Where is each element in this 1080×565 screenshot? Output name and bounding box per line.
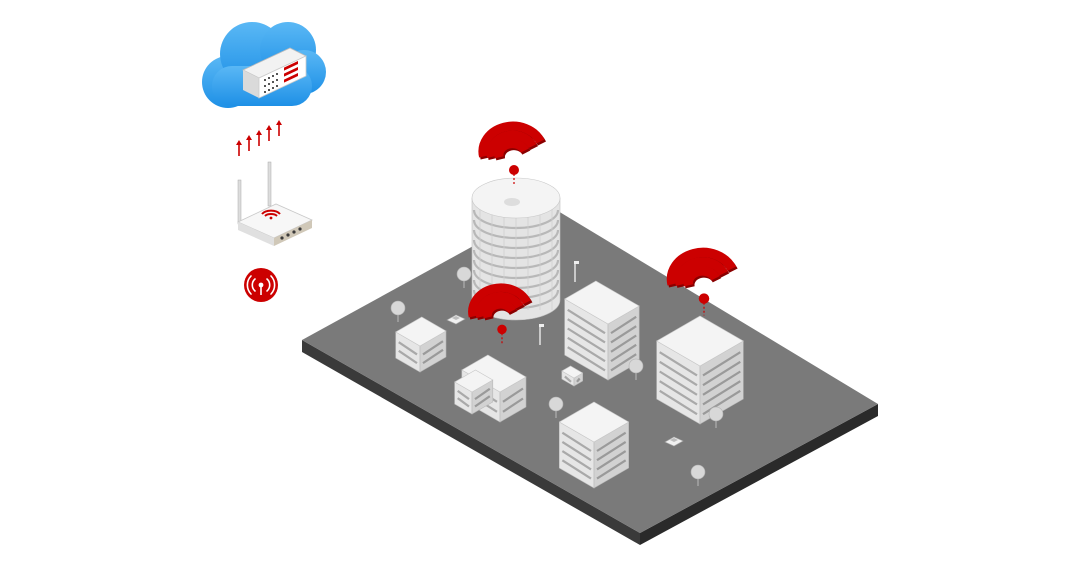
city-block: [302, 121, 878, 545]
street-lamp-icon: [574, 261, 579, 282]
upload-arrow: [236, 140, 242, 156]
ground-side-right: [640, 404, 878, 545]
tree-icon: [628, 358, 644, 380]
kiosk: [561, 365, 584, 387]
building-small-left: [395, 316, 447, 373]
upload-arrow: [266, 125, 272, 141]
tree-icon: [390, 300, 406, 322]
broadcast-icon: [244, 268, 278, 302]
wifi-hotspot-icon: [468, 283, 533, 345]
street-lamp-icon: [539, 324, 544, 345]
wifi-hotspot-icon: [478, 121, 547, 186]
upload-arrow: [276, 120, 282, 136]
tree-icon: [548, 396, 564, 418]
router-wifi-logo-icon: [261, 209, 281, 220]
upload-arrow: [256, 130, 262, 146]
tree-icon: [690, 464, 706, 486]
tree-icon: [456, 266, 472, 288]
wifi-router-icon: [237, 161, 313, 246]
cloud-server-icon: [202, 22, 326, 108]
upload-arrow: [246, 135, 252, 151]
upload-arrows: [236, 120, 282, 156]
car-icon: [664, 436, 684, 447]
building-right-office: [656, 315, 744, 425]
server-rack-icon: [242, 47, 307, 99]
building-l-shape-b: [454, 369, 494, 415]
wifi-hotspot-icon: [666, 247, 738, 316]
building-front: [558, 401, 630, 489]
ground-side-left: [302, 340, 640, 545]
tree-icon: [708, 406, 724, 428]
car-icon: [446, 314, 466, 325]
